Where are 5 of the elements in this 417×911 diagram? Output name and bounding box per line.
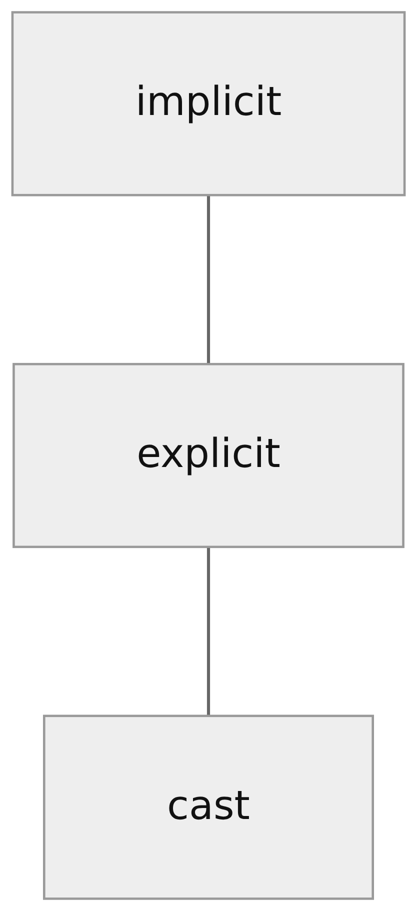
node-box <box>11 11 406 196</box>
node-box <box>12 362 404 548</box>
connector <box>206 546 210 716</box>
node-box <box>43 714 374 900</box>
connector <box>206 195 210 364</box>
